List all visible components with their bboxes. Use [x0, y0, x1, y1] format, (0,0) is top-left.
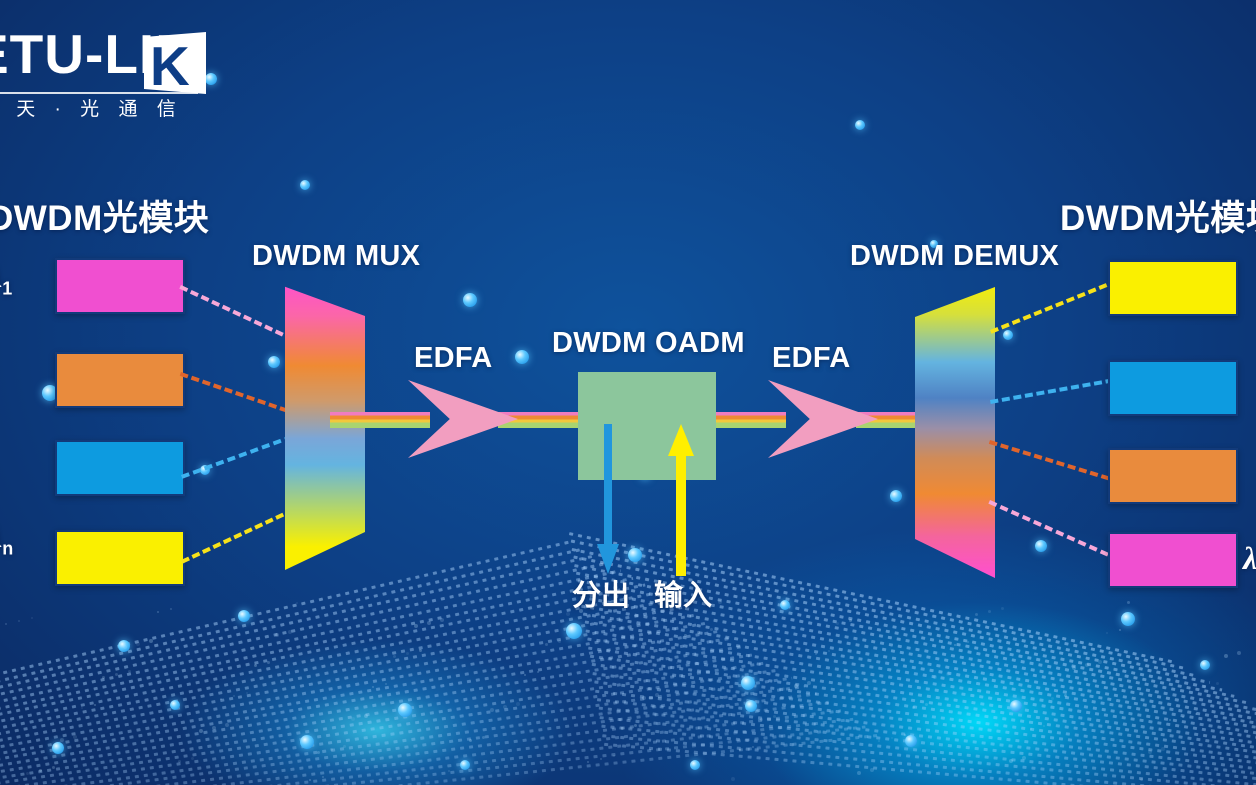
- brand-k-letter: K: [150, 35, 190, 97]
- dwdm-demux-prism[interactable]: [915, 287, 995, 578]
- drop-arrow[interactable]: [597, 424, 619, 574]
- left-section-title: DWDM光模块: [0, 199, 210, 238]
- fiber-link-dashed: [179, 285, 295, 342]
- edfa-right-label: EDFA: [772, 342, 851, 374]
- lambda-first-label: λ1: [0, 258, 13, 299]
- lambda-right-label: λ: [1243, 540, 1256, 576]
- lambda-last-label: λn: [0, 518, 14, 559]
- add-arrow-head: [668, 424, 694, 456]
- fiber-link-dashed: [179, 372, 300, 417]
- add-arrow-stem: [676, 454, 686, 576]
- right-section-title: DWDM光模块: [1060, 199, 1256, 238]
- list-item[interactable]: [55, 440, 185, 496]
- fiber-link-dashed: [988, 440, 1110, 481]
- brand-subtitle: 易 天 · 光 通 信: [0, 99, 183, 120]
- optical-fiber-trunk: [330, 412, 430, 428]
- list-item[interactable]: [55, 352, 185, 408]
- dwdm-mux-prism[interactable]: [285, 286, 365, 570]
- list-item[interactable]: [55, 258, 185, 314]
- brand-divider: [0, 92, 198, 94]
- add-label: 输入: [654, 580, 713, 612]
- oadm-label: DWDM OADM: [552, 327, 745, 359]
- optical-fiber-trunk: [498, 412, 582, 428]
- fiber-link-dashed: [990, 378, 1114, 404]
- brand-k-badge: [144, 32, 206, 94]
- drop-arrow-stem: [604, 424, 612, 548]
- edfa-left-label: EDFA: [414, 342, 493, 374]
- list-item[interactable]: [1108, 260, 1238, 316]
- list-item[interactable]: [55, 530, 185, 586]
- brand-logo: ETU-LIN K 易 天 · 光 通 信: [0, 10, 242, 120]
- drop-arrow-head: [597, 544, 619, 574]
- optical-fiber-trunk: [714, 412, 786, 428]
- fiber-link-dashed: [990, 283, 1108, 334]
- list-item[interactable]: [1108, 532, 1238, 588]
- demux-label: DWDM DEMUX: [850, 240, 1060, 272]
- list-item[interactable]: [1108, 448, 1238, 504]
- add-arrow[interactable]: [668, 424, 694, 576]
- mux-label: DWDM MUX: [252, 240, 421, 272]
- drop-label: 分出: [572, 580, 631, 612]
- list-item[interactable]: [1108, 360, 1238, 416]
- fiber-link-dashed: [988, 500, 1109, 557]
